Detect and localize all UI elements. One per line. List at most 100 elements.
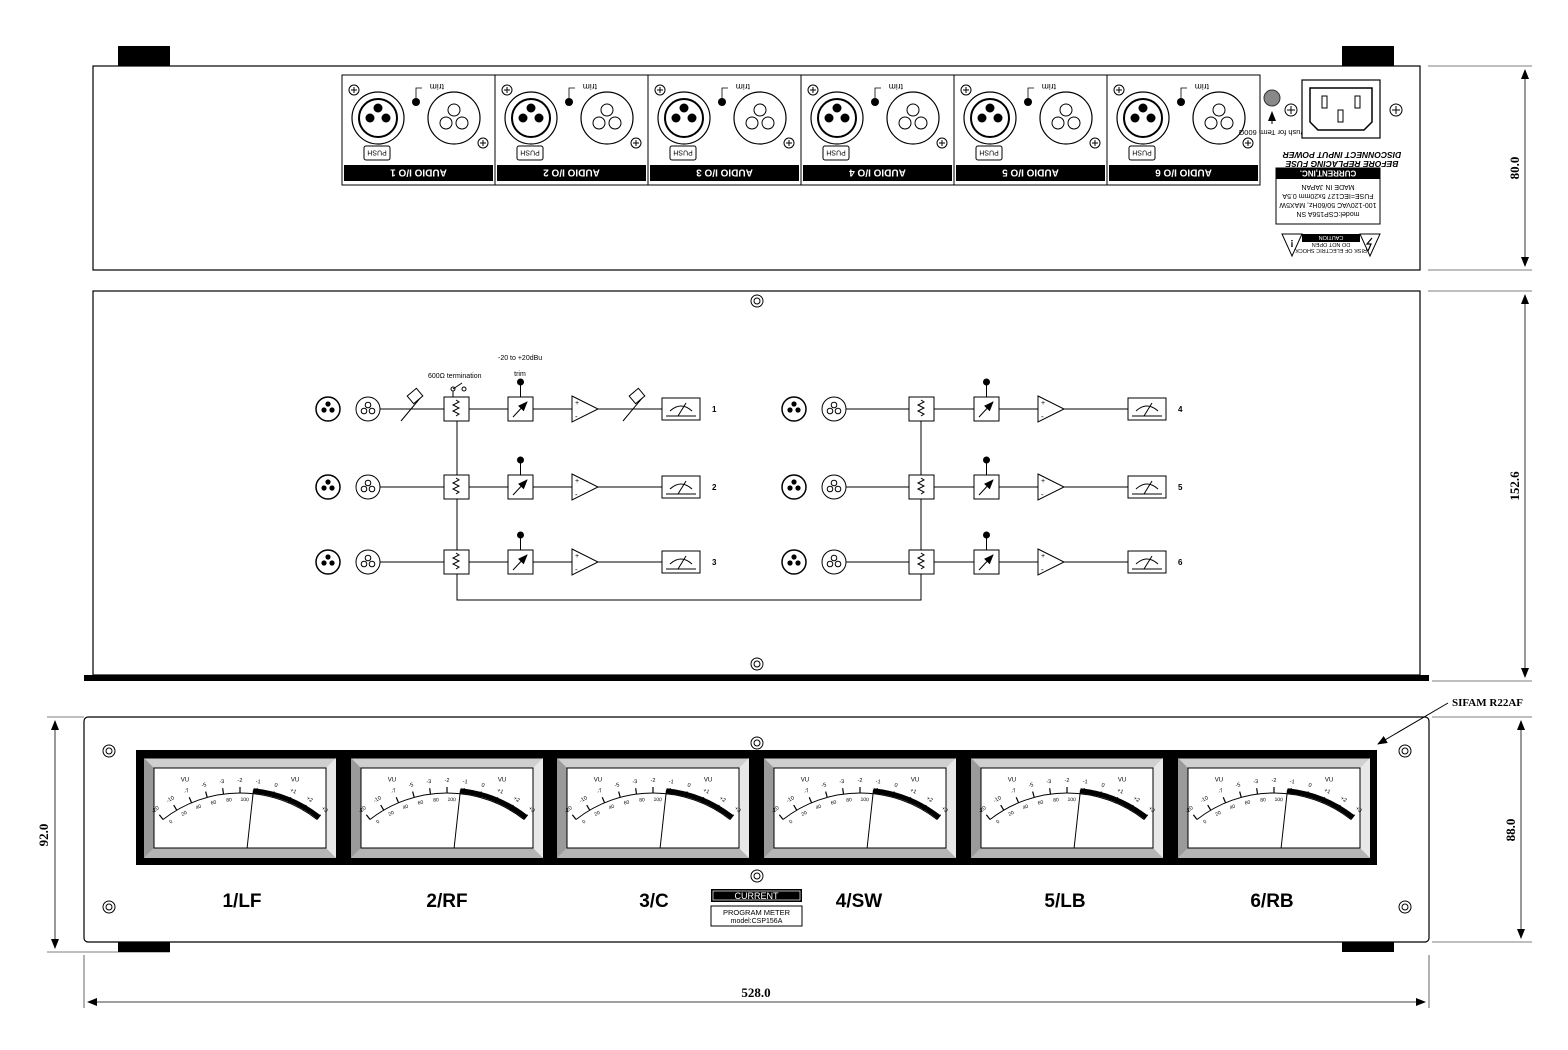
screw-icon — [477, 137, 489, 149]
percent-scale-label: 100 — [240, 797, 249, 803]
meter-face — [153, 767, 327, 849]
trim-pot-icon[interactable] — [565, 98, 573, 106]
xlr-female-connector[interactable] — [504, 91, 558, 145]
xlr-male-symbol — [355, 474, 381, 500]
vu-scale-label: +1 — [702, 788, 710, 796]
caution-line-2: DO NOT OPEN — [1312, 241, 1350, 247]
push-release-tab[interactable]: PUSH — [822, 145, 850, 161]
trim-label: trim — [514, 371, 526, 378]
fuse-notice-line-2: BEFORE REPLACING FUSE — [1285, 159, 1398, 169]
dim-width: 528.0 — [741, 985, 770, 1000]
push-release-tab[interactable]: PUSH — [669, 145, 697, 161]
xlr-male-connector[interactable] — [1192, 91, 1246, 145]
trim-pot-symbol — [973, 531, 1000, 575]
xlr-male-connector[interactable] — [1039, 91, 1093, 145]
label-line-2: 100-120VAC 50/60Hz, MAX5W — [1279, 201, 1377, 208]
percent-scale-label: 60 — [830, 799, 837, 806]
meter-needle — [1073, 789, 1081, 849]
percent-scale-label: 0 — [581, 819, 587, 826]
vu-scale-label: 0 — [1308, 782, 1313, 789]
vu-scale-label: -3 — [632, 779, 638, 786]
vu-scale-label: -7 — [183, 788, 190, 795]
screw-icon — [783, 137, 795, 149]
percent-scale-label: 40 — [1229, 804, 1237, 812]
model-name: model:CSP156A — [731, 918, 783, 925]
label-line-4: MADE IN JAPAN — [1301, 183, 1354, 190]
percent-scale-label: 0 — [1202, 819, 1208, 826]
percent-scale-label: 60 — [210, 799, 217, 806]
vu-scale-label: +3 — [733, 806, 742, 815]
screw-icon — [750, 869, 764, 883]
vu-scale-label: -2 — [1272, 778, 1277, 784]
caution-title: CAUTION — [1319, 234, 1344, 240]
trim-pot-icon[interactable] — [1024, 98, 1032, 106]
xlr-male-connector[interactable] — [886, 91, 940, 145]
svg-text:+: + — [1041, 478, 1045, 485]
termination-label: 600Ω termination — [428, 373, 482, 380]
vu-scale-label: -3 — [839, 779, 845, 786]
meter-symbol — [661, 397, 701, 421]
dim-top-depth: 152.6 — [1507, 471, 1522, 501]
xlr-female-connector[interactable] — [657, 91, 711, 145]
channel-number: 1 — [712, 405, 717, 414]
screw-icon — [1089, 137, 1101, 149]
xlr-male-connector[interactable] — [580, 91, 634, 145]
trim-pot-icon[interactable] — [412, 98, 420, 106]
meter-needle — [1280, 789, 1288, 849]
trim-label: trim — [736, 82, 750, 92]
xlr-male-connector[interactable] — [427, 91, 481, 145]
xlr-female-connector[interactable] — [351, 91, 405, 145]
vu-scale-label: -1 — [668, 779, 674, 786]
vu-unit-label: VU — [704, 778, 712, 784]
termination-resistor — [908, 396, 935, 422]
meter-symbol — [1127, 550, 1167, 574]
product-name: PROGRAM METER — [723, 908, 791, 917]
vu-scale-label: +2 — [718, 796, 726, 804]
svg-text:-: - — [575, 490, 578, 499]
percent-scale-label: 60 — [1037, 799, 1044, 806]
xlr-female-connector[interactable] — [1116, 91, 1170, 145]
trim-pot-icon[interactable] — [718, 98, 726, 106]
percent-scale-label: 60 — [1244, 799, 1251, 806]
percent-scale-label: 80 — [433, 797, 439, 804]
power-inlet[interactable] — [1284, 79, 1403, 139]
trim-pot-icon[interactable] — [871, 98, 879, 106]
percent-scale-label: 80 — [846, 797, 852, 804]
trim-pot-symbol — [973, 456, 1000, 500]
xlr-male-connector[interactable] — [733, 91, 787, 145]
xlr-female-symbol — [781, 474, 807, 500]
vu-scale-label: +2 — [512, 796, 520, 804]
svg-text:-: - — [1041, 565, 1044, 574]
xlr-female-symbol — [315, 396, 341, 422]
vu-scale-label: +1 — [289, 788, 297, 796]
trim-pot-icon[interactable] — [1177, 98, 1185, 106]
percent-scale-label: 80 — [1260, 797, 1266, 804]
vu-unit-label: VU — [1215, 778, 1223, 784]
vu-scale-label: -1 — [1082, 779, 1088, 786]
brand-nameplate: CURRENT PROGRAM METER model:CSP156A — [710, 889, 803, 927]
svg-text:+: + — [1041, 400, 1045, 407]
trim-label: trim — [889, 82, 903, 92]
term-switch-button[interactable] — [1263, 89, 1281, 107]
channel-name: 3/C — [639, 891, 669, 912]
meter-face — [773, 767, 947, 849]
vu-scale-label: 0 — [481, 782, 486, 789]
push-release-tab[interactable]: PUSH — [1128, 145, 1156, 161]
vu-scale-label: +1 — [496, 788, 504, 796]
xlr-female-connector[interactable] — [963, 91, 1017, 145]
trim-label: trim — [583, 82, 597, 92]
signal-chain-row: +-3 — [315, 531, 717, 576]
vu-scale-label: +1 — [909, 788, 917, 796]
signal-chain-row: +-6 — [781, 531, 1183, 576]
xlr-female-connector[interactable] — [810, 91, 864, 145]
push-release-tab[interactable]: PUSH — [516, 145, 544, 161]
push-release-tab[interactable]: PUSH — [363, 145, 391, 161]
vu-scale-label: -2 — [858, 778, 863, 784]
push-release-tab[interactable]: PUSH — [975, 145, 1003, 161]
